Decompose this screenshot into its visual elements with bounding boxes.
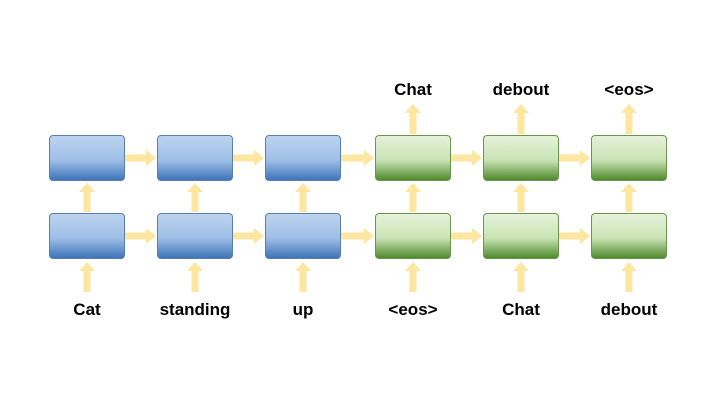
layer-arrow: [295, 183, 311, 212]
encoder-cell-bottom-1: [49, 213, 125, 259]
layer-arrow: [79, 183, 95, 212]
output-arrow: [405, 104, 421, 134]
input-token: debout: [600, 300, 658, 319]
encoder-cell-top-3: [265, 135, 341, 181]
output-arrow: [621, 104, 637, 134]
recurrent-arrow-top: [559, 150, 590, 166]
input-arrow: [187, 262, 203, 292]
recurrent-arrow-top: [451, 150, 482, 166]
input-arrow: [405, 262, 421, 292]
output-token: <eos>: [604, 80, 654, 99]
input-arrow: [513, 262, 529, 292]
input-token: Cat: [73, 300, 101, 319]
recurrent-arrow-top: [125, 150, 156, 166]
output-arrow: [513, 104, 529, 134]
recurrent-arrow-bottom: [125, 228, 156, 244]
input-token: <eos>: [388, 300, 438, 319]
input-arrow: [295, 262, 311, 292]
encoder-cell-bottom-2: [157, 213, 233, 259]
input-token: standing: [159, 300, 231, 319]
recurrent-arrow-bottom: [341, 228, 374, 244]
decoder-cell-bottom-5: [483, 213, 559, 259]
decoder-cell-bottom-4: [375, 213, 451, 259]
decoder-cell-top-6: [591, 135, 667, 181]
layer-arrow: [187, 183, 203, 212]
decoder-cell-top-5: [483, 135, 559, 181]
layer-arrow: [513, 183, 529, 212]
recurrent-arrow-bottom: [559, 228, 590, 244]
input-arrow: [79, 262, 95, 292]
encoder-cell-bottom-3: [265, 213, 341, 259]
recurrent-arrow-top: [341, 150, 374, 166]
input-token: Chat: [502, 300, 540, 319]
recurrent-arrow-top: [233, 150, 264, 166]
output-token: debout: [492, 80, 550, 99]
decoder-cell-bottom-6: [591, 213, 667, 259]
layer-arrow: [405, 183, 421, 212]
encoder-cell-top-1: [49, 135, 125, 181]
layer-arrow: [621, 183, 637, 212]
decoder-cell-top-4: [375, 135, 451, 181]
input-token: up: [292, 300, 314, 319]
recurrent-arrow-bottom: [451, 228, 482, 244]
input-arrow: [621, 262, 637, 292]
recurrent-arrow-bottom: [233, 228, 264, 244]
encoder-cell-top-2: [157, 135, 233, 181]
output-token: Chat: [394, 80, 432, 99]
